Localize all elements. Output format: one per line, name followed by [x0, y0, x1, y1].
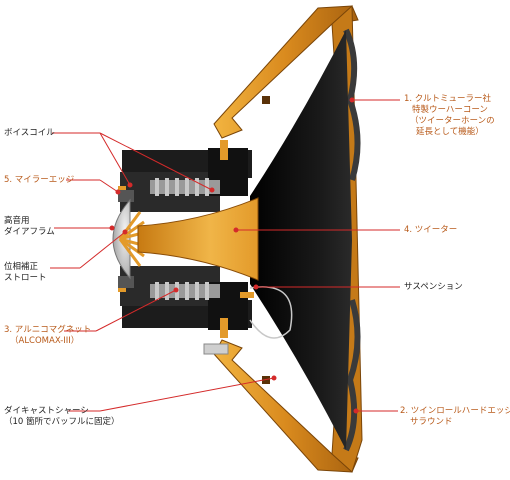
- label-cone-material: 1. クルトミューラー社 特製ウーハーコーン （ツイーターホーンの 延長として機…: [404, 94, 495, 137]
- label-twin-roll-edge: 2. ツインロールハードエッジ サラウンド: [400, 406, 510, 427]
- label-mylar-edge: 5. マイラーエッジ: [4, 175, 75, 185]
- label-tweeter-diaphragm: 高音用 ダイアフラム: [4, 216, 55, 237]
- phase-plug: [118, 211, 147, 267]
- suspension: [249, 286, 293, 339]
- woofer-cone: [250, 30, 352, 450]
- label-alnico-magnet: 3. アルニコマグネット （ALCOMAX-III）: [4, 325, 92, 346]
- label-voice-coil: ボイスコイル: [4, 128, 55, 138]
- label-tweeter: 4. ツイーター: [404, 225, 458, 235]
- tweeter-horn: [137, 197, 259, 281]
- terminal: [203, 343, 229, 355]
- leader-lines: [50, 97, 400, 414]
- label-suspension: サスペンション: [404, 282, 463, 292]
- label-die-cast-frame: ダイキャストシャーシ （10 箇所でバッフルに固定）: [4, 406, 120, 427]
- label-phase-plug: 位相補正 ストロート: [4, 262, 47, 283]
- gold-trim: [118, 140, 254, 338]
